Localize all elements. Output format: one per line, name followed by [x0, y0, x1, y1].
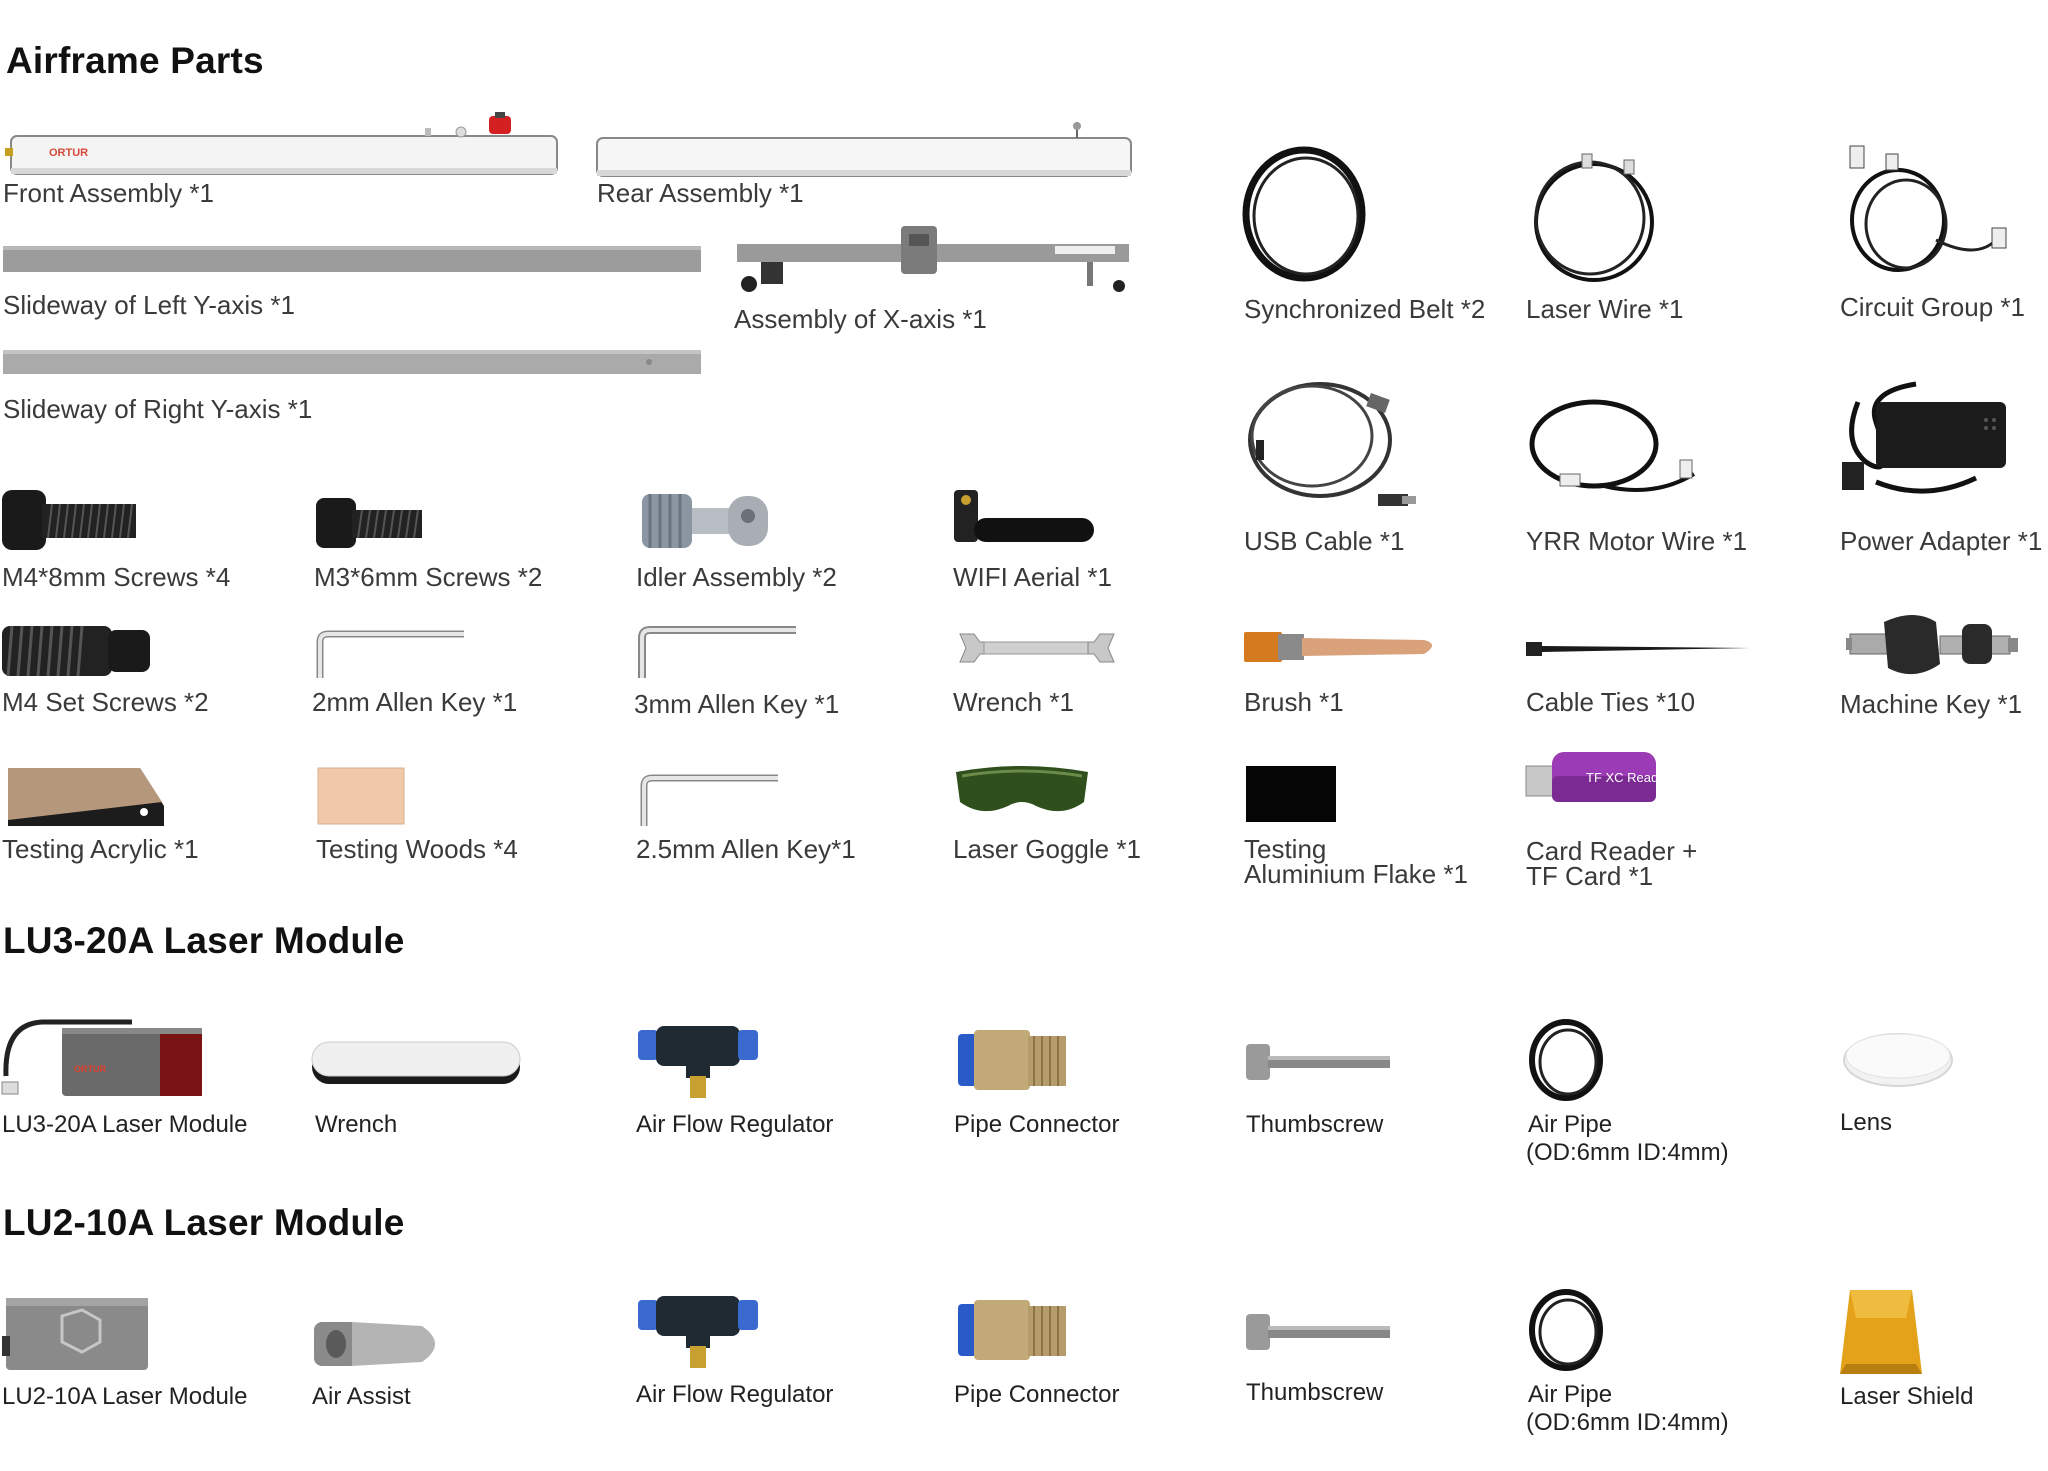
label-lu2-laser-shield: Laser Shield: [1840, 1383, 1974, 1410]
label-slideway-right: Slideway of Right Y-axis *1: [3, 394, 313, 424]
slideway-left-y-image: [3, 246, 701, 272]
label-sync-belt: Synchronized Belt *2: [1244, 294, 1486, 324]
label-x-axis: Assembly of X-axis *1: [734, 304, 987, 334]
label-testing-woods: Testing Woods *4: [316, 834, 518, 864]
allen-key-2-5mm-image: [640, 774, 778, 826]
label-aluminium-flake-line2: Aluminium Flake *1: [1244, 859, 1468, 889]
lu3-thumbscrew-image: [1246, 1044, 1390, 1080]
lu3-air-pipe-image: [1529, 1019, 1603, 1101]
m4-set-screws-image: [2, 625, 150, 677]
lu2-air-flow-regulator-image: [638, 1296, 758, 1368]
label-circuit-group: Circuit Group *1: [1840, 292, 2025, 322]
lu2-pipe-connector-image: [958, 1300, 1066, 1360]
yrr-motor-wire-image: [1529, 399, 1696, 492]
label-m4-set-screws: M4 Set Screws *2: [2, 687, 209, 717]
machine-key-image: [1846, 615, 2018, 675]
label-lu2-air-pipe-line2: (OD:6mm ID:4mm): [1526, 1409, 1729, 1436]
testing-woods-image: [317, 767, 405, 825]
usb-cable-image: [1248, 382, 1416, 506]
label-rear-assembly: Rear Assembly *1: [597, 178, 804, 208]
label-yrr-motor-wire: YRR Motor Wire *1: [1526, 526, 1748, 556]
lu2-air-assist-image: [314, 1322, 435, 1366]
laser-wire-image: [1534, 153, 1654, 282]
label-lu3-thumbscrew: Thumbscrew: [1246, 1111, 1384, 1138]
lu2-10a-module-image: [2, 1298, 148, 1370]
label-card-reader-line1: Card Reader +: [1526, 836, 1698, 866]
ortur-logo: ORTUR: [49, 147, 88, 159]
m4-8mm-screws-image: [2, 490, 136, 550]
lu3-lens-image: [1843, 1033, 1953, 1087]
label-card-reader-line2: TF Card *1: [1526, 861, 1654, 891]
lu3-20a-module-image: ORTUR: [1, 1019, 202, 1096]
label-lu3-module: LU3-20A Laser Module: [2, 1111, 248, 1138]
label-allen-key-2-5mm: 2.5mm Allen Key*1: [636, 834, 856, 864]
label-brush: Brush *1: [1244, 687, 1344, 717]
wrench-image: [959, 633, 1115, 663]
label-lu2-module: LU2-10A Laser Module: [2, 1383, 248, 1410]
synchronized-belt-image: [1242, 146, 1366, 282]
label-aluminium-flake-line1: Testing: [1244, 834, 1327, 864]
label-laser-wire: Laser Wire *1: [1526, 294, 1684, 324]
idler-assembly-image: [642, 494, 768, 548]
label-m3-6mm-screws: M3*6mm Screws *2: [314, 562, 543, 592]
slideway-right-y-image: [3, 350, 701, 374]
label-lu2-regulator: Air Flow Regulator: [636, 1381, 834, 1408]
lu2-thumbscrew-image: [1246, 1314, 1390, 1350]
label-lu3-pipe-connector: Pipe Connector: [954, 1111, 1120, 1138]
wifi-aerial-image: [954, 490, 1094, 542]
label-wrench: Wrench *1: [953, 687, 1074, 717]
m3-6mm-screws-image: [316, 498, 422, 548]
label-cable-ties: Cable Ties *10: [1526, 687, 1696, 717]
label-lu3-lens: Lens: [1840, 1109, 1893, 1136]
lu3-air-flow-regulator-image: [638, 1026, 758, 1098]
label-lu3-air-pipe-line2: (OD:6mm ID:4mm): [1526, 1139, 1729, 1166]
section-title-lu3: LU3-20A Laser Module: [3, 920, 405, 961]
label-front-assembly: Front Assembly *1: [3, 178, 214, 208]
label-m4-8mm-screws: M4*8mm Screws *4: [2, 562, 231, 592]
label-lu3-wrench: Wrench: [315, 1111, 398, 1138]
allen-key-3mm-image: [638, 626, 796, 678]
label-idler-assembly: Idler Assembly *2: [636, 562, 837, 592]
label-lu3-regulator: Air Flow Regulator: [636, 1111, 834, 1138]
card-reader-print: TF XC Reader: [1586, 770, 1670, 785]
label-slideway-left: Slideway of Left Y-axis *1: [3, 290, 295, 320]
aluminium-flake-image: [1246, 766, 1336, 822]
front-assembly-image: ORTUR: [5, 112, 558, 175]
lu3-wrench-image: [311, 1041, 521, 1084]
lu2-air-pipe-image: [1529, 1289, 1603, 1371]
label-wifi-aerial: WIFI Aerial *1: [953, 562, 1112, 592]
label-power-adapter: Power Adapter *1: [1840, 526, 2043, 556]
lu2-laser-shield-image: [1840, 1290, 1922, 1374]
allen-key-2mm-image: [316, 630, 464, 678]
label-usb-cable: USB Cable *1: [1244, 526, 1405, 556]
testing-acrylic-image: [8, 768, 164, 826]
label-allen-key-2mm: 2mm Allen Key *1: [312, 687, 518, 717]
label-lu2-air-assist: Air Assist: [312, 1383, 411, 1410]
label-machine-key: Machine Key *1: [1840, 689, 2023, 719]
x-axis-assembly-image: [737, 226, 1129, 292]
circuit-group-image: [1849, 145, 2007, 272]
label-testing-acrylic: Testing Acrylic *1: [2, 834, 199, 864]
label-lu2-thumbscrew: Thumbscrew: [1246, 1379, 1384, 1406]
rear-assembly-image: [596, 122, 1132, 177]
label-lu2-air-pipe-line1: Air Pipe: [1528, 1381, 1613, 1408]
label-lu3-air-pipe-line1: Air Pipe: [1528, 1111, 1613, 1138]
card-reader-image: TF XC Reader: [1525, 752, 1670, 802]
lu3-pipe-connector-image: [958, 1030, 1066, 1090]
power-adapter-image: [1842, 381, 2006, 494]
label-allen-key-3mm: 3mm Allen Key *1: [634, 689, 840, 719]
label-lu2-pipe-connector: Pipe Connector: [954, 1381, 1120, 1408]
label-laser-goggle: Laser Goggle *1: [953, 834, 1141, 864]
ortur-logo-lu3: ORTUR: [74, 1064, 106, 1074]
cable-ties-image: [1526, 642, 1750, 656]
brush-image: [1244, 632, 1432, 662]
section-title-lu2: LU2-10A Laser Module: [3, 1202, 405, 1243]
laser-goggle-image: [956, 766, 1088, 812]
section-title-airframe: Airframe Parts: [6, 40, 264, 81]
